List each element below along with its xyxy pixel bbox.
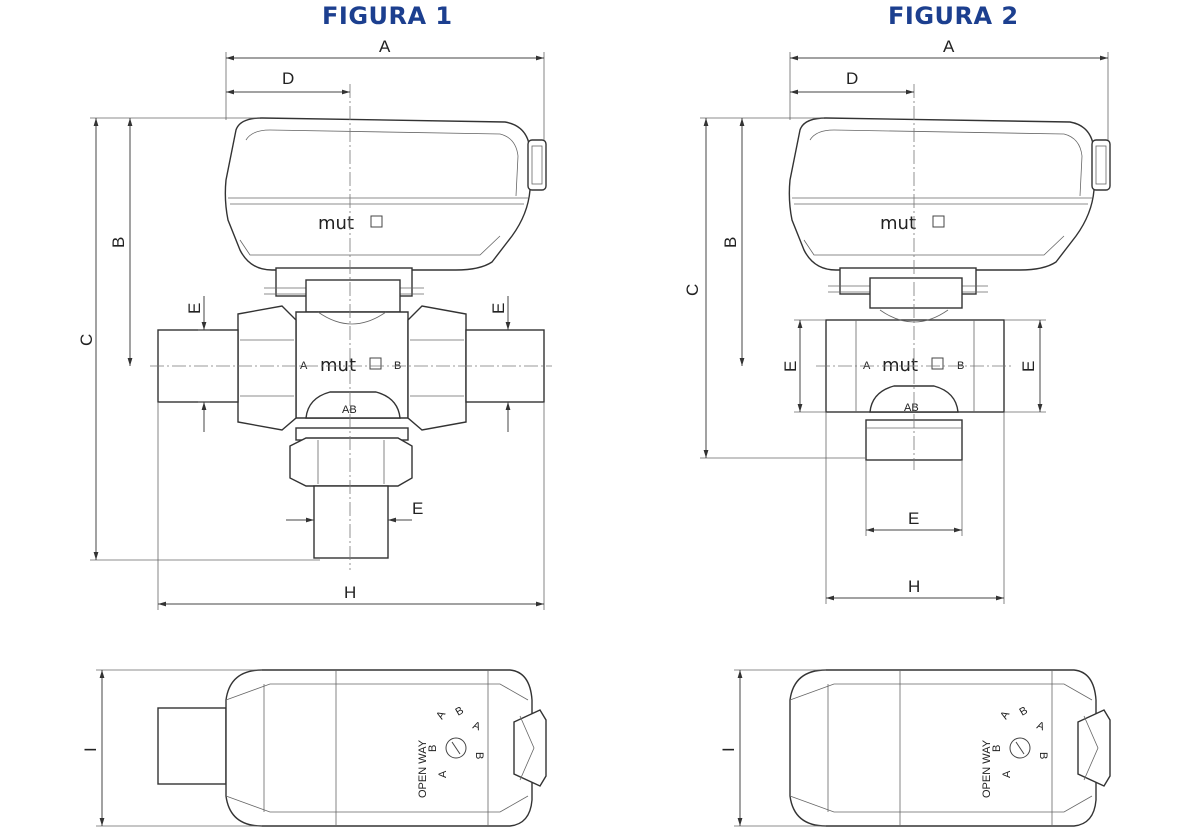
dim-h-label: H — [908, 577, 920, 596]
dial-label-4: B — [473, 752, 485, 759]
dim-d-label: D — [282, 69, 294, 88]
figure-2-front-view: mut A B AB mut A D C — [683, 37, 1111, 604]
figure-1-title: FIGURA 1 — [322, 2, 453, 30]
dial-label-3: A — [471, 720, 483, 734]
dim-i-label: I — [719, 747, 738, 752]
open-way-label: OPEN WAY — [417, 739, 429, 798]
brand-logo-top: mut — [318, 213, 354, 234]
port-ab-label: AB — [342, 404, 357, 416]
dim-e-left-label: E — [185, 303, 204, 314]
brand-logo-top: mut — [880, 213, 916, 234]
figure-2-top-view: OPEN WAY A B A B A B I — [719, 669, 1111, 827]
dial-label-5: A — [1001, 770, 1013, 778]
dim-e-left-label: E — [781, 361, 800, 372]
dim-e-right-label: E — [1019, 361, 1038, 372]
dim-a-label: A — [943, 37, 955, 56]
port-ab-label: AB — [904, 402, 919, 414]
dim-d-label: D — [846, 69, 858, 88]
dial-indicator — [445, 737, 467, 759]
dial-label-6: B — [991, 745, 1003, 752]
dim-c-label: C — [683, 284, 702, 296]
figure-2-title: FIGURA 2 — [888, 2, 1019, 30]
dim-c-label: C — [77, 334, 96, 346]
dial-label-5: A — [437, 770, 449, 778]
dim-b-label: B — [721, 237, 740, 248]
actuator-housing — [788, 117, 1095, 271]
dim-e-bottom-label: E — [908, 509, 919, 528]
figure-1-front-view: mut A B AB mut — [77, 37, 552, 610]
dim-i-label: I — [81, 747, 100, 752]
dim-e-right-label: E — [489, 303, 508, 314]
dim-a-label: A — [379, 37, 391, 56]
dial-label-3: A — [1035, 720, 1047, 734]
brand-logo-body: mut — [320, 355, 356, 376]
dial-indicator — [1009, 737, 1031, 759]
dim-b-label: B — [109, 237, 128, 248]
open-way-label: OPEN WAY — [981, 739, 993, 798]
brand-logo-body: mut — [882, 355, 918, 376]
figure-1-top-view: OPEN WAY A B A B A B I — [81, 669, 547, 827]
dial-label-6: B — [427, 745, 439, 752]
actuator-housing — [224, 117, 531, 271]
dim-e-bottom-label: E — [412, 499, 423, 518]
dial-label-4: B — [1037, 752, 1049, 759]
dim-h-label: H — [344, 583, 356, 602]
